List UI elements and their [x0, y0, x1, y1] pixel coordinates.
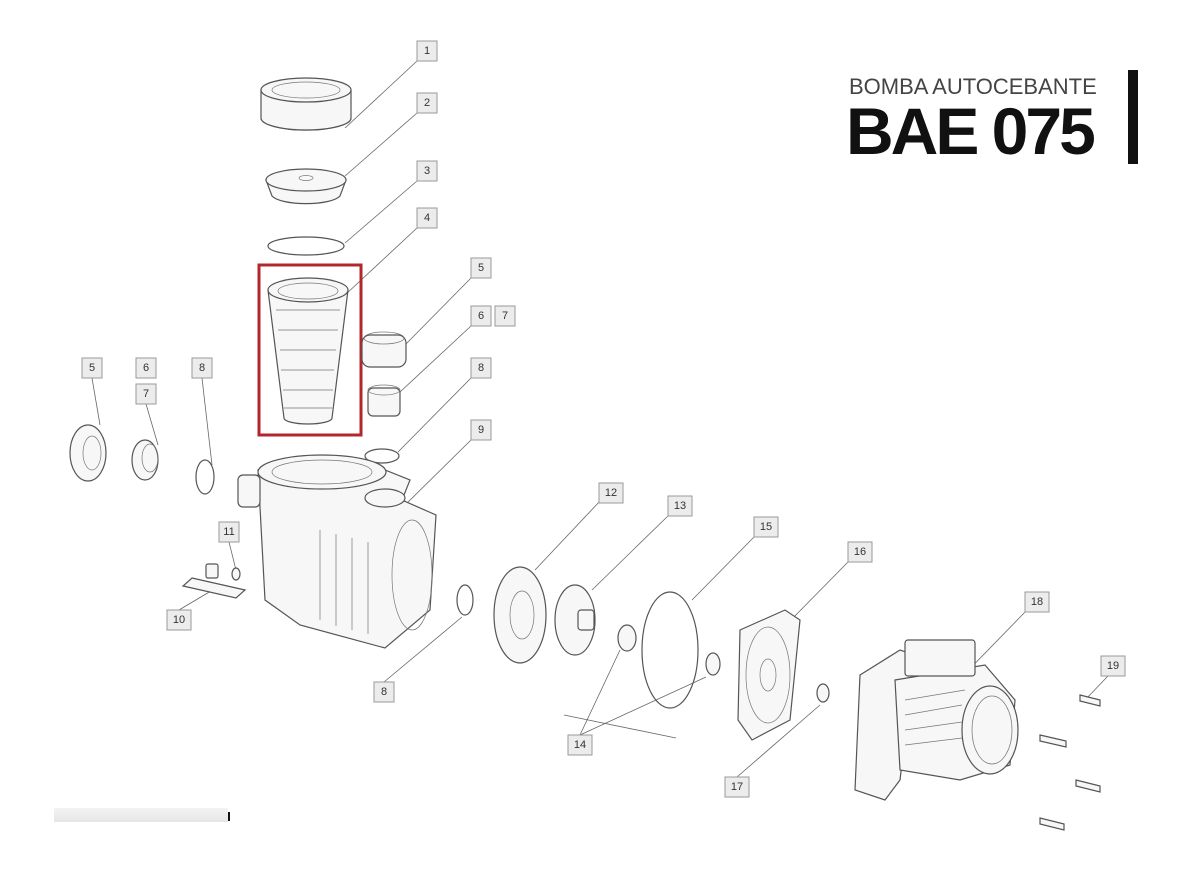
part-4-strainer-basket	[267, 277, 349, 425]
callout-18: 18	[1024, 591, 1050, 613]
highlight-box	[257, 263, 363, 437]
svg-text:11: 11	[223, 526, 234, 538]
svg-text:4: 4	[424, 212, 430, 224]
callout-6: 6	[470, 305, 492, 327]
callout-12: 12	[598, 482, 624, 504]
svg-text:10: 10	[173, 614, 185, 626]
callout-3: 3	[416, 160, 438, 182]
callout-7-left: 7	[135, 383, 157, 405]
callout-9: 9	[470, 419, 492, 441]
part-5-union-nut	[361, 331, 407, 368]
svg-text:6: 6	[478, 310, 484, 322]
svg-text:1: 1	[424, 45, 430, 57]
callout-19: 19	[1100, 655, 1126, 677]
part-3-oring	[267, 236, 345, 256]
callout-2: 2	[416, 92, 438, 114]
callout-10: 10	[166, 609, 192, 631]
callout-17: 17	[724, 776, 750, 798]
part-6-7-union-tail	[367, 384, 401, 417]
part-5-union-nut-left	[69, 424, 107, 482]
svg-text:7: 7	[502, 310, 508, 322]
part-2-lid	[265, 168, 347, 205]
callout-11: 11	[218, 521, 240, 543]
svg-text:2: 2	[424, 97, 430, 109]
callout-15: 15	[753, 516, 779, 538]
scale-bar	[54, 808, 228, 822]
part-9-pump-body	[237, 454, 437, 649]
title-divider-bar	[1128, 70, 1138, 164]
part-8-oring	[364, 448, 400, 464]
callout-8-bottom: 8	[373, 681, 395, 703]
part-18-motor	[854, 639, 1019, 801]
svg-text:5: 5	[478, 262, 484, 274]
part-12-diffuser	[493, 566, 547, 664]
svg-text:19: 19	[1107, 660, 1119, 672]
svg-text:8: 8	[199, 362, 205, 374]
svg-text:9: 9	[478, 424, 484, 436]
scale-bar-end	[228, 812, 230, 821]
part-1-lid-ring	[260, 77, 352, 131]
svg-text:13: 13	[674, 500, 686, 512]
callout-16: 16	[847, 541, 873, 563]
callout-5-left: 5	[81, 357, 103, 379]
part-14-mechanical-seal	[617, 624, 721, 676]
part-15-oring-large	[641, 591, 699, 709]
product-model-title: BAE 075	[846, 94, 1096, 168]
part-17-seal-washer	[816, 683, 830, 703]
callout-4: 4	[416, 207, 438, 229]
part-8-oring-diffuser	[456, 584, 474, 616]
part-13-impeller	[554, 584, 596, 656]
part-16-seal-plate	[737, 609, 801, 741]
svg-text:3: 3	[424, 165, 430, 177]
svg-text:17: 17	[731, 781, 743, 793]
svg-text:14: 14	[574, 739, 586, 751]
leader-lines	[91, 60, 1109, 778]
callout-13: 13	[667, 495, 693, 517]
callout-14: 14	[567, 734, 593, 756]
svg-text:5: 5	[89, 362, 95, 374]
svg-text:15: 15	[760, 521, 772, 533]
callout-8-left: 8	[191, 357, 213, 379]
callout-1: 1	[416, 40, 438, 62]
part-6-7-union-tail-left	[131, 439, 159, 481]
callout-5: 5	[470, 257, 492, 279]
product-subtitle: BOMBA AUTOCEBANTE	[849, 74, 1097, 99]
part-8-oring-left	[195, 459, 215, 495]
part-19-screws	[1039, 694, 1101, 831]
svg-text:7: 7	[143, 388, 149, 400]
callout-6-left: 6	[135, 357, 157, 379]
part-10-11-drain-plug	[181, 563, 247, 599]
callout-7: 7	[494, 305, 516, 327]
svg-text:8: 8	[478, 362, 484, 374]
callout-8: 8	[470, 357, 492, 379]
svg-text:8: 8	[381, 686, 387, 698]
svg-text:18: 18	[1031, 596, 1043, 608]
svg-text:6: 6	[143, 362, 149, 374]
svg-text:16: 16	[854, 546, 866, 558]
svg-text:12: 12	[605, 487, 617, 499]
